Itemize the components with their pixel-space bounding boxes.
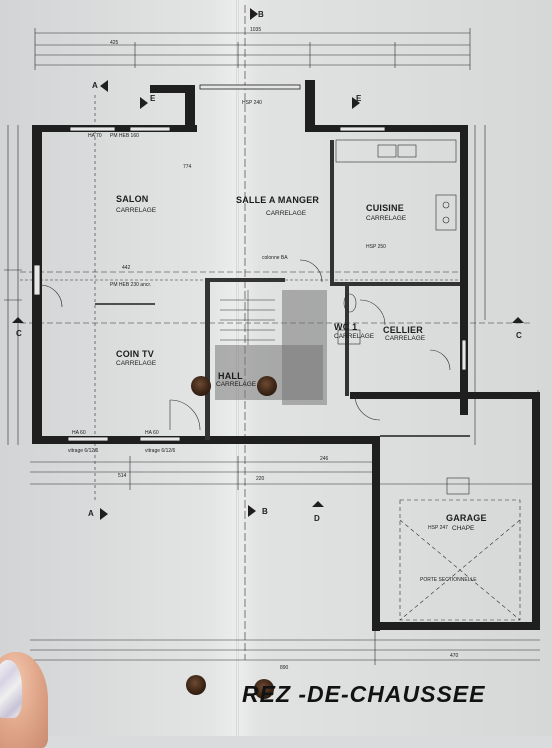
punch-hole: [257, 376, 277, 396]
section-marker-c-left: C: [16, 329, 22, 338]
room-salon-label: SALON: [116, 194, 149, 204]
room-garage-finish: CHAPE: [452, 525, 475, 532]
lintel-note-1: HA 60: [72, 430, 86, 436]
room-cuisine-label: CUISINE: [366, 203, 404, 213]
dim-garage: 470: [450, 653, 459, 659]
punch-hole: [191, 376, 211, 396]
room-wc-finish: CARRELAGE: [334, 333, 375, 340]
lintel-note-2: HA 60: [145, 430, 159, 436]
room-cellier-label: CELLIER: [383, 325, 423, 335]
column-note: colonne BA: [262, 255, 288, 261]
section-marker-b-bottom: B: [262, 507, 268, 516]
section-marker-c-right: C: [516, 331, 522, 340]
section-marker-a-bottom: A: [88, 509, 94, 518]
beam-note: PM HEB 230 ancr.: [110, 282, 152, 288]
glazing-note-2: vitrage 6/12/6: [145, 448, 176, 454]
height-note-top: HSP 240: [242, 100, 262, 106]
dim-total: 1035: [250, 27, 262, 33]
garage-height-note: HSP 247: [428, 525, 448, 531]
dim-bottom: 890: [280, 665, 289, 671]
room-hall-finish: CARRELAGE: [216, 381, 257, 388]
room-garage-label: GARAGE: [446, 513, 487, 523]
section-marker-b-top: B: [258, 10, 264, 19]
dim-774: 774: [183, 164, 192, 170]
dim-220: 220: [256, 476, 265, 482]
lintel-note-3: HA 70: [88, 133, 102, 139]
section-marker-e-left: E: [150, 94, 156, 103]
dim-246: 246: [320, 456, 329, 462]
section-marker-e-right: E: [356, 94, 362, 103]
room-cellier-finish: CARRELAGE: [385, 335, 426, 342]
room-coin-tv-finish: CARRELAGE: [116, 360, 157, 367]
section-marker-a-top: A: [92, 81, 98, 90]
room-salle-label: SALLE A MANGER: [236, 195, 320, 205]
section-marker-d: D: [314, 514, 320, 523]
punch-hole: [186, 675, 206, 695]
room-salle-finish: CARRELAGE: [266, 210, 307, 217]
dim-442: 442: [122, 265, 131, 271]
beam-note-top: PM HEB 160: [110, 133, 139, 139]
room-hall-label: HALL: [218, 371, 243, 381]
punch-hole: [254, 679, 274, 699]
dim-top: 425: [110, 40, 119, 46]
room-coin-tv-label: COIN TV: [116, 349, 154, 359]
plan-title: REZ -DE-CHAUSSEE: [242, 681, 486, 707]
dim-514: 514: [118, 473, 127, 479]
fingernail: [0, 660, 22, 718]
garage-door-note: PORTE SECTIONNELLE: [420, 577, 477, 583]
cuisine-height-note: HSP 250: [366, 244, 386, 250]
room-salon-finish: CARRELAGE: [116, 207, 157, 214]
glazing-note-1: vitrage 6/12/6: [68, 448, 99, 454]
room-wc-label: WC 1: [334, 322, 358, 332]
room-cuisine-finish: CARRELAGE: [366, 215, 407, 222]
